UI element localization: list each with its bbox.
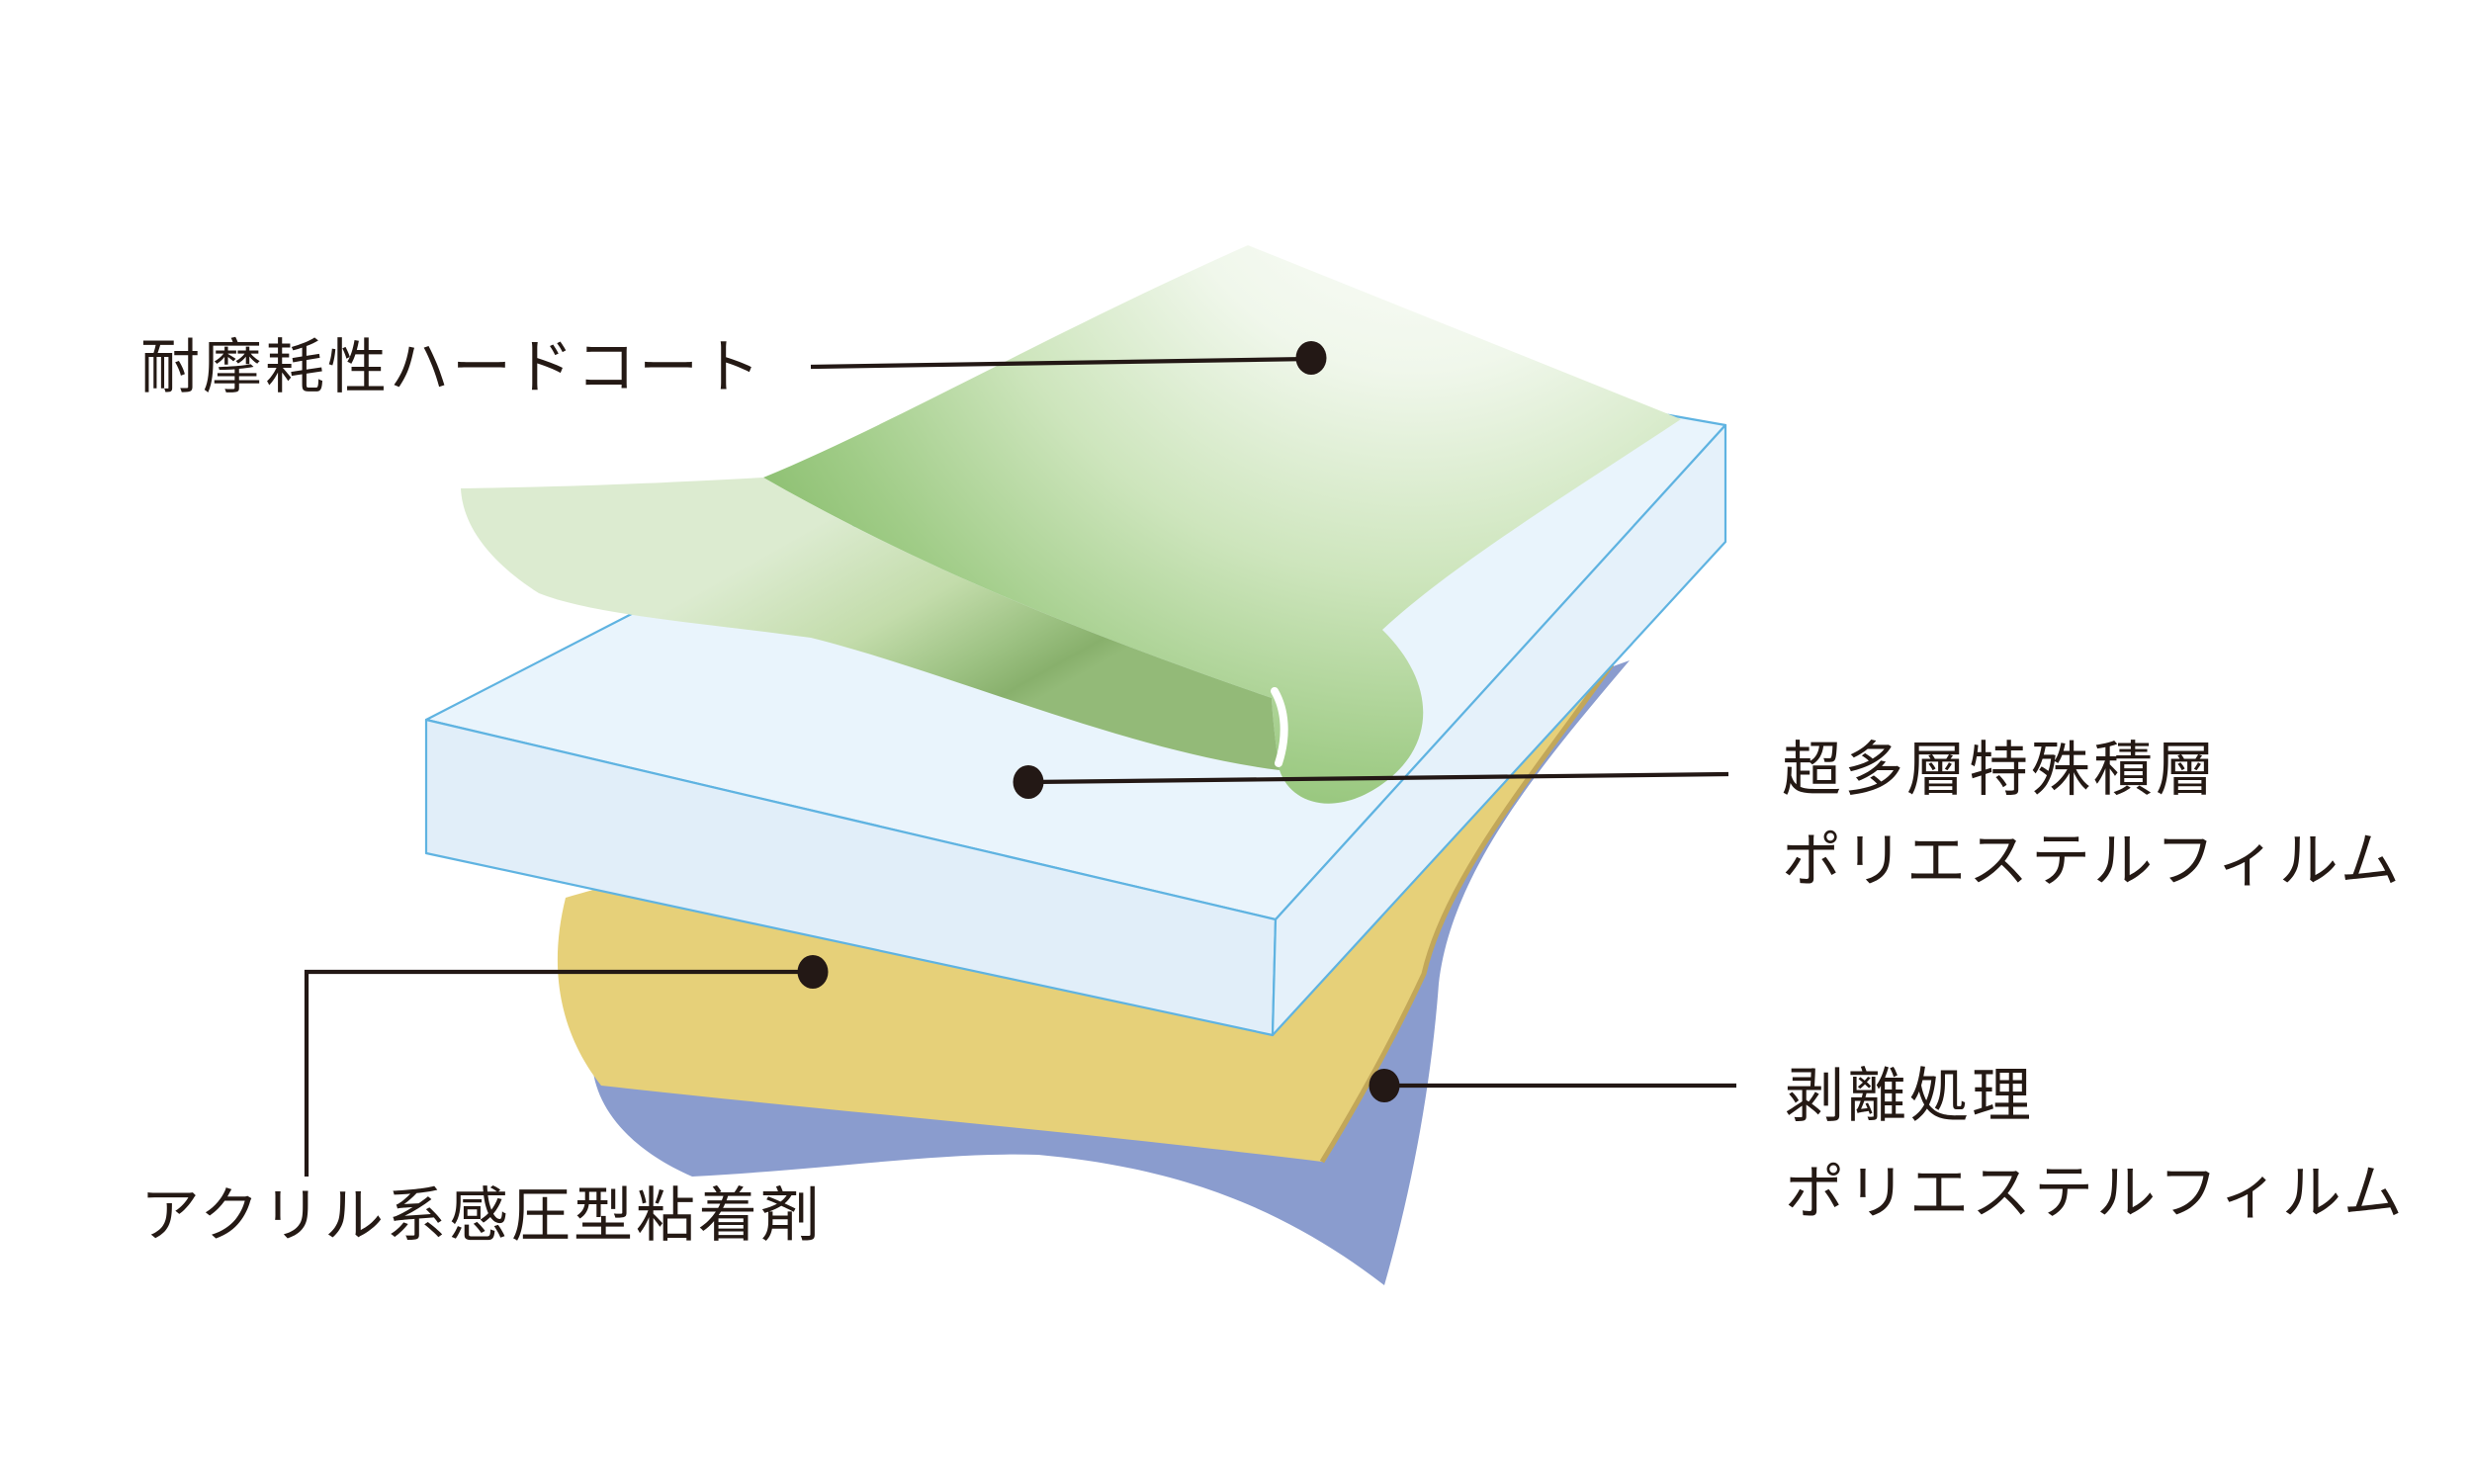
marker-dots	[797, 341, 1400, 1102]
leader-adhesive	[304, 969, 813, 1177]
adhesive-edge-highlight	[1319, 662, 1615, 1164]
label-release-film-line2: ポリエステルフィルム	[1785, 1160, 2406, 1226]
leader-lines	[304, 356, 1736, 1177]
dot-adhesive	[797, 955, 829, 989]
layer-hard-coat-underside	[461, 478, 1280, 770]
curl-highlight	[1271, 687, 1288, 767]
label-release-film-line1: 剥離処理	[1785, 1063, 2034, 1129]
label-adhesive: アクリル系感圧型粘着剤	[140, 1182, 823, 1249]
label-hard-coat: 耐摩耗性ハードコート	[140, 334, 763, 400]
leader-hard-coat	[810, 356, 1311, 370]
dot-release-film	[1369, 1069, 1400, 1102]
dot-hard-coat	[1295, 341, 1327, 375]
label-base-film-line2: ポリエステルフィルム	[1782, 828, 2403, 894]
label-base-film-line1: 超多層特殊積層	[1782, 737, 2218, 803]
dot-base-film	[1013, 765, 1044, 799]
base-film-end-face	[1271, 423, 1727, 1037]
layer-hard-coat-top	[763, 245, 1681, 804]
leader-base-film	[1029, 771, 1729, 785]
